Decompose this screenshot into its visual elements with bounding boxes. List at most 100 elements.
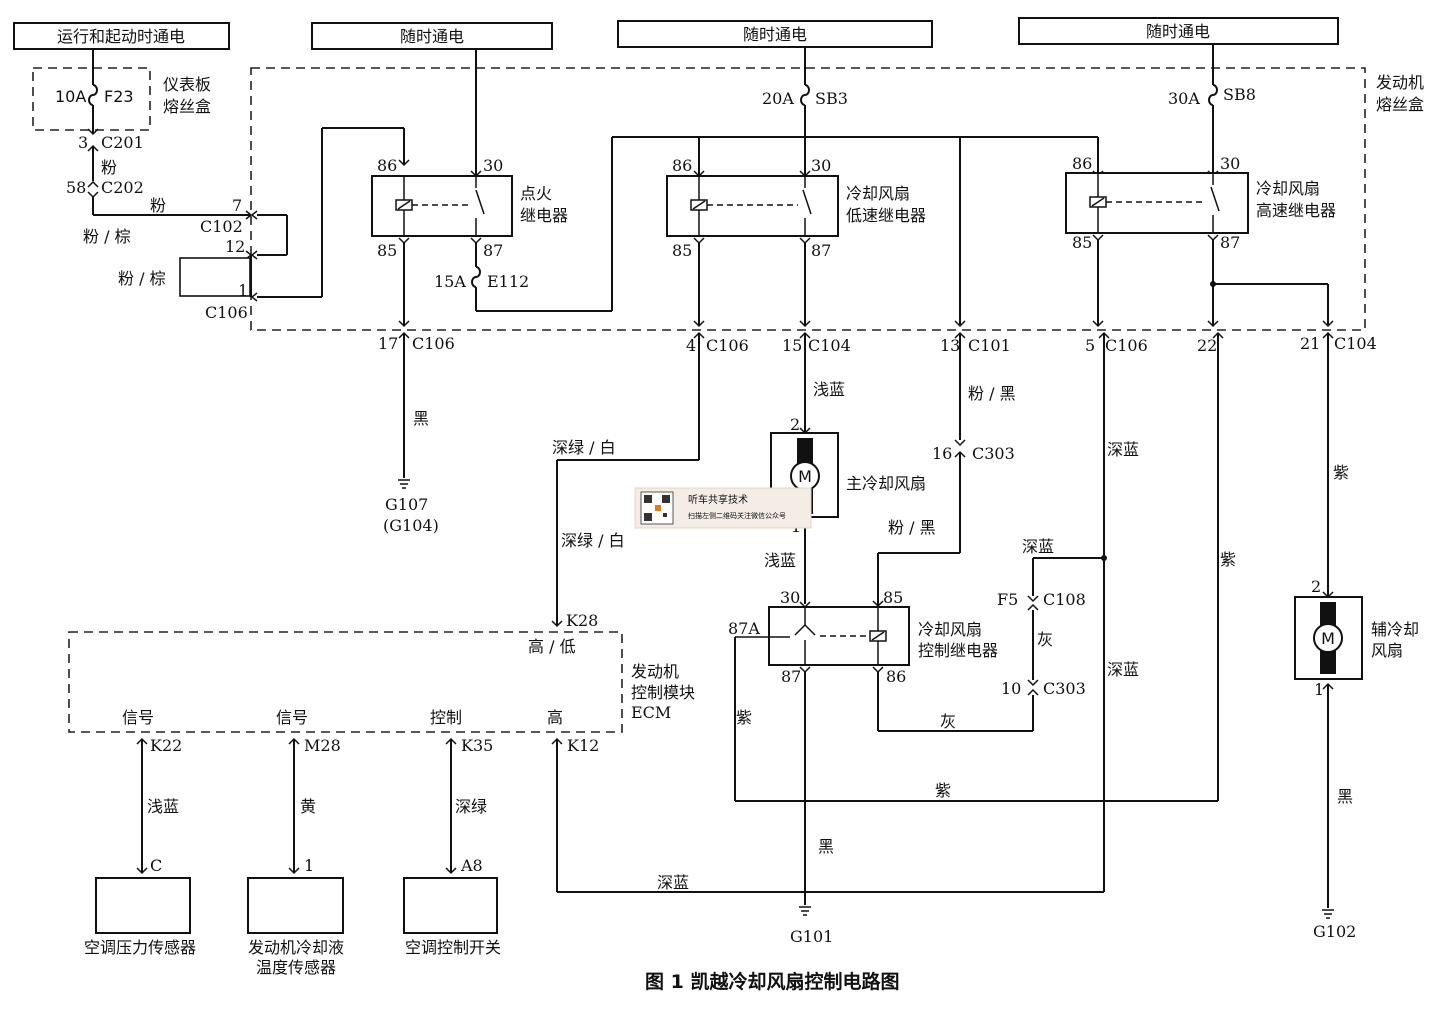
coolant-sensor-label-2: 温度传感器 bbox=[256, 958, 336, 977]
c106-pin-1: 1 bbox=[238, 281, 248, 300]
c106-connector-4: C106 bbox=[706, 336, 749, 355]
wire-ltblue-label-2: 浅蓝 bbox=[764, 551, 796, 570]
ecm-pin-k28: K28 bbox=[566, 611, 598, 630]
fan-high-relay-label-1: 冷却风扇 bbox=[1256, 179, 1320, 198]
wire-pink-black-label: 粉 / 黑 bbox=[968, 384, 1016, 403]
ac-switch-pin-a8: A8 bbox=[460, 856, 483, 875]
ip-fuse-box-label-2: 熔丝盒 bbox=[163, 97, 211, 116]
fan-ctrl-relay-pin-86: 86 bbox=[886, 667, 906, 686]
c303-pin-10: 10 bbox=[1001, 679, 1021, 698]
wire-pink-black-label-2: 粉 / 黑 bbox=[888, 518, 936, 537]
ecm-pin-k22: K22 bbox=[150, 736, 182, 755]
fan-ctrl-relay-pin-85: 85 bbox=[883, 588, 903, 607]
c106-pin-17: 17 bbox=[378, 334, 398, 353]
sb3-rating: 20A bbox=[762, 89, 794, 108]
f23-feed-wiring bbox=[87, 49, 410, 302]
ecm-outline bbox=[68, 631, 623, 733]
main-fan-label: 主冷却风扇 bbox=[846, 474, 926, 493]
ground-g104-label: (G104) bbox=[383, 516, 439, 535]
figure-caption: 图 1 凯越冷却风扇控制电路图 bbox=[645, 970, 899, 993]
fan-high-relay-pin-85: 85 bbox=[1072, 233, 1092, 252]
aux-fan-label-2: 风扇 bbox=[1371, 641, 1403, 660]
wire-ltblue-label: 浅蓝 bbox=[813, 380, 845, 399]
ignition-relay-pin-85: 85 bbox=[377, 241, 397, 260]
c102-pin-7: 7 bbox=[232, 196, 242, 215]
c108-connector: C108 bbox=[1043, 590, 1086, 609]
fan-high-relay bbox=[1065, 44, 1334, 328]
ecm-pin-k12: K12 bbox=[567, 736, 599, 755]
fan-low-relay-pin-87: 87 bbox=[811, 241, 831, 260]
fan-ctrl-relay-pin-30: 30 bbox=[780, 588, 800, 607]
wire-pink-label-2: 粉 bbox=[150, 196, 166, 215]
fan-low-relay-pin-30: 30 bbox=[811, 156, 831, 175]
fan-ctrl-relay-pin-87a: 87A bbox=[728, 619, 760, 638]
ground-g102-label: G102 bbox=[1313, 922, 1356, 941]
dkgreen-white-wiring bbox=[551, 331, 705, 628]
svg-text:随时通电: 随时通电 bbox=[1146, 22, 1210, 41]
watermark-subtitle: 扫描左侧二维码关注微信公众号 bbox=[688, 511, 786, 520]
ac-pressure-sensor-box bbox=[95, 877, 191, 934]
fan-low-relay bbox=[666, 47, 839, 328]
c104-connector-15: C104 bbox=[808, 336, 851, 355]
ignition-relay-label-1: 点火 bbox=[520, 184, 552, 203]
pink-brown-splice-box bbox=[179, 257, 251, 297]
ecm-signal-label-2: 信号 bbox=[276, 708, 308, 727]
wire-dkblue-label-2: 深蓝 bbox=[1107, 440, 1139, 459]
f23-fuse: F23 bbox=[104, 87, 134, 106]
coolant-sensor-label-1: 发动机冷却液 bbox=[248, 938, 344, 957]
fan-high-relay-pin-87: 87 bbox=[1220, 233, 1240, 252]
wire-ltblue-label-3: 浅蓝 bbox=[147, 797, 179, 816]
ignition-relay-output-wiring bbox=[398, 136, 1098, 478]
ac-control-switch-box bbox=[403, 877, 498, 934]
wire-gray-label: 灰 bbox=[940, 712, 956, 731]
sb8-rating: 30A bbox=[1168, 89, 1200, 108]
fan-low-relay-pin-86: 86 bbox=[672, 156, 692, 175]
fan-control-relay bbox=[735, 601, 910, 674]
ecm-signal-label-1: 信号 bbox=[122, 708, 154, 727]
e112-fuse: E112 bbox=[487, 272, 529, 291]
svg-text:运行和起动时通电: 运行和起动时通电 bbox=[57, 27, 185, 46]
main-fan-pin-2: 2 bbox=[790, 415, 800, 434]
wire-pink-label: 粉 bbox=[101, 158, 117, 177]
pink-black-wiring bbox=[872, 331, 966, 608]
ignition-relay-pin-30: 30 bbox=[483, 156, 503, 175]
ignition-relay-pin-86: 86 bbox=[377, 156, 397, 175]
fan-low-relay-label-2: 低速继电器 bbox=[846, 206, 926, 225]
ignition-relay bbox=[371, 49, 513, 245]
fan-low-relay-label-1: 冷却风扇 bbox=[846, 184, 910, 203]
aux-fan-pin-2: 2 bbox=[1311, 577, 1321, 596]
wire-dkblue-label-4: 深蓝 bbox=[657, 873, 689, 892]
aux-fan-wiring bbox=[1294, 331, 1363, 919]
fan-high-relay-pin-86: 86 bbox=[1072, 154, 1092, 173]
dkblue-wiring bbox=[551, 331, 1110, 893]
svg-text:随时通电: 随时通电 bbox=[743, 25, 807, 44]
svg-text:随时通电: 随时通电 bbox=[400, 27, 464, 46]
c202-connector: C202 bbox=[101, 178, 144, 197]
ground-g101-label: G101 bbox=[790, 927, 833, 946]
c202-pin: 58 bbox=[66, 178, 86, 197]
fan-ctrl-relay-label-2: 控制继电器 bbox=[918, 641, 998, 660]
sb8-fuse: SB8 bbox=[1223, 85, 1256, 104]
pin-22: 22 bbox=[1197, 336, 1217, 355]
fan-ctrl-relay-pin-87: 87 bbox=[781, 667, 801, 686]
ecm-sensor-wiring bbox=[136, 737, 457, 875]
supply-hot-3: 随时通电 bbox=[1018, 17, 1339, 45]
engine-fuse-box-label-1: 发动机 bbox=[1376, 73, 1424, 92]
c102-connector: C102 bbox=[200, 217, 243, 236]
c106-connector-17: C106 bbox=[412, 334, 455, 353]
c104-pin-21: 21 bbox=[1300, 334, 1320, 353]
c303-connector-16: C303 bbox=[972, 444, 1015, 463]
wire-pink-brown-label: 粉 / 棕 bbox=[83, 227, 131, 246]
wire-yellow-label: 黄 bbox=[300, 797, 316, 816]
c108-pin-f5: F5 bbox=[997, 590, 1018, 609]
ignition-relay-pin-87: 87 bbox=[483, 241, 503, 260]
ecm-label-2: 控制模块 bbox=[631, 683, 695, 702]
wire-black-label-3: 黑 bbox=[1337, 787, 1353, 806]
fan-control-relay-output-wiring bbox=[734, 331, 1224, 905]
wire-purple-label-2: 紫 bbox=[935, 781, 951, 800]
engine-fuse-box-outline bbox=[250, 67, 1366, 331]
fan-low-relay-pin-85: 85 bbox=[672, 241, 692, 260]
ac-switch-label: 空调控制开关 bbox=[405, 938, 501, 957]
watermark-title: 听车共享技术 bbox=[688, 493, 748, 506]
c106-pin-4: 4 bbox=[686, 336, 696, 355]
